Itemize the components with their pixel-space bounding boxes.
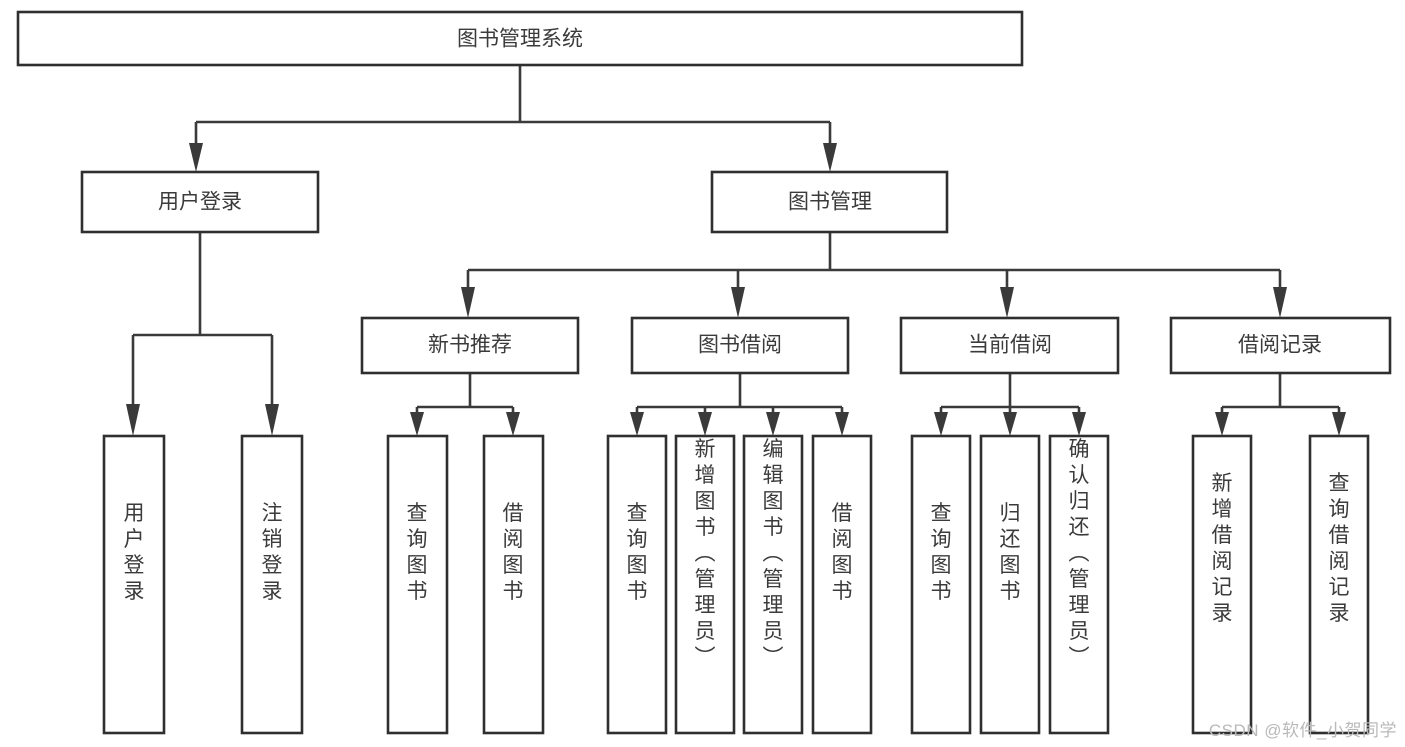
node-borrow-record-label: 借阅记录 (1238, 334, 1322, 357)
leaf-newbook-borrow-book-label: 借阅图书 (503, 502, 524, 603)
leaf-current-return-book-label: 归还图书 (1000, 502, 1021, 603)
arrow-to-borrow-record (1273, 287, 1287, 318)
arrow-to-current-leaf-1 (934, 412, 948, 436)
leaf-newbook-query-book-label: 查询图书 (407, 502, 428, 603)
arrow-to-leaf-user-login (126, 404, 140, 436)
leaf-logout-label: 注销登录 (262, 502, 283, 603)
arrow-to-record-leaf-1 (1215, 412, 1229, 436)
arrow-to-current-borrow (1000, 287, 1014, 318)
leaf-borrow-borrow-book-box[interactable] (811, 434, 873, 735)
node-current-borrow[interactable]: 当前借阅 (899, 316, 1120, 375)
arrow-to-borrow-leaf-2 (698, 412, 712, 436)
arrow-to-newbook-leaf-2 (506, 412, 520, 436)
leaf-borrow-add-book-box[interactable] (674, 434, 736, 735)
leaf-record-query-record-label: 查询借阅记录 (1329, 472, 1350, 625)
connector-layer (126, 65, 1346, 436)
node-book-manage[interactable]: 图书管理 (710, 170, 949, 234)
leaf-borrow-add-book[interactable]: 新增图书︵管理员︶ (674, 434, 736, 735)
leaf-current-confirm-return-box[interactable] (1048, 434, 1110, 735)
arrow-to-current-leaf-3 (1072, 412, 1086, 436)
leaf-logout[interactable]: 注销登录 (240, 434, 304, 735)
leaf-logout-box[interactable] (240, 434, 304, 735)
leaf-record-add-record-label: 新增借阅记录 (1212, 472, 1233, 625)
leaf-record-query-record[interactable]: 查询借阅记录 (1308, 434, 1370, 735)
node-book-manage-box[interactable] (710, 170, 949, 234)
node-root-box[interactable] (16, 10, 1024, 67)
leaf-current-query-book[interactable]: 查询图书 (910, 434, 972, 735)
node-book-borrow-label: 图书借阅 (698, 334, 782, 357)
leaf-newbook-query-book-box[interactable] (386, 434, 449, 735)
leaf-current-return-book-box[interactable] (979, 434, 1041, 735)
node-user-login-box[interactable] (80, 170, 320, 234)
leaf-borrow-query-book-box[interactable] (606, 434, 668, 735)
leaf-borrow-borrow-book-label: 借阅图书 (832, 502, 853, 603)
node-borrow-record-box[interactable] (1169, 316, 1392, 375)
leaf-current-query-book-box[interactable] (910, 434, 972, 735)
node-user-login-label: 用户登录 (158, 191, 242, 214)
node-root[interactable]: 图书管理系统 (16, 10, 1024, 67)
arrow-to-leaf-logout (265, 404, 279, 436)
leaf-record-query-record-box[interactable] (1308, 434, 1370, 735)
leaf-user-login-box[interactable] (102, 434, 166, 735)
arrow-to-current-leaf-2 (1003, 412, 1017, 436)
leaf-newbook-query-book[interactable]: 查询图书 (386, 434, 449, 735)
node-book-borrow-box[interactable] (630, 316, 850, 375)
arrow-to-new-book-recommend (461, 287, 475, 318)
leaf-record-add-record-box[interactable] (1191, 434, 1253, 735)
leaf-borrow-edit-book[interactable]: 编辑图书︵管理员︶ (742, 434, 804, 735)
node-current-borrow-box[interactable] (899, 316, 1120, 375)
node-book-borrow[interactable]: 图书借阅 (630, 316, 850, 375)
leaf-borrow-edit-book-label: 编辑图书︵管理员︶ (763, 438, 784, 669)
leaf-newbook-borrow-book-box[interactable] (482, 434, 545, 735)
arrow-to-borrow-leaf-1 (630, 412, 644, 436)
node-root-label: 图书管理系统 (457, 28, 583, 51)
node-new-book-recommend-label: 新书推荐 (428, 334, 512, 357)
node-user-login[interactable]: 用户登录 (80, 170, 320, 234)
node-current-borrow-label: 当前借阅 (968, 334, 1052, 357)
leaf-user-login-label: 用户登录 (124, 502, 145, 603)
leaf-borrow-borrow-book[interactable]: 借阅图书 (811, 434, 873, 735)
arrow-to-book-borrow (731, 287, 745, 318)
arrow-to-borrow-leaf-4 (835, 412, 849, 436)
arrow-to-user-login (189, 143, 203, 172)
arrow-to-newbook-leaf-1 (410, 412, 424, 436)
leaf-current-confirm-return-label: 确认归还︵管理员︶ (1069, 438, 1090, 669)
leaf-borrow-edit-book-box[interactable] (742, 434, 804, 735)
node-new-book-recommend[interactable]: 新书推荐 (360, 316, 580, 375)
leaf-current-query-book-label: 查询图书 (931, 502, 952, 603)
leaf-record-add-record[interactable]: 新增借阅记录 (1191, 434, 1253, 735)
leaf-current-confirm-return[interactable]: 确认归还︵管理员︶ (1048, 434, 1110, 735)
arrow-to-record-leaf-2 (1332, 412, 1346, 436)
node-book-manage-label: 图书管理 (788, 191, 872, 214)
leaf-borrow-query-book-label: 查询图书 (627, 502, 648, 603)
arrow-to-borrow-leaf-3 (766, 412, 780, 436)
leaf-user-login[interactable]: 用户登录 (102, 434, 166, 735)
node-borrow-record[interactable]: 借阅记录 (1169, 316, 1392, 375)
node-new-book-recommend-box[interactable] (360, 316, 580, 375)
leaf-newbook-borrow-book[interactable]: 借阅图书 (482, 434, 545, 735)
csdn-watermark: CSDN @软件_小贺同学 (1208, 721, 1397, 740)
leaf-borrow-query-book[interactable]: 查询图书 (606, 434, 668, 735)
leaf-borrow-add-book-label: 新增图书︵管理员︶ (695, 438, 716, 669)
arrow-to-book-manage (823, 143, 837, 172)
leaf-current-return-book[interactable]: 归还图书 (979, 434, 1041, 735)
